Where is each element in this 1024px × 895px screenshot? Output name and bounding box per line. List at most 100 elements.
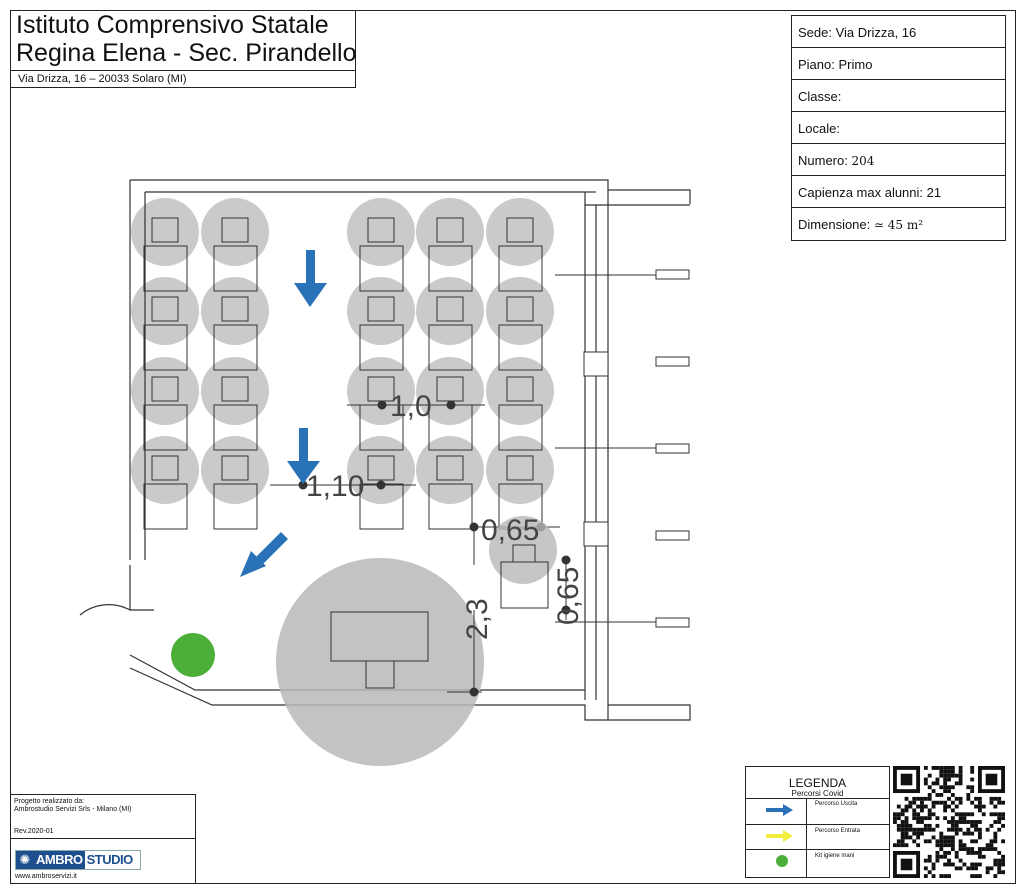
distancing-circle: [416, 198, 484, 266]
distancing-circle: [131, 277, 199, 345]
radiators: [555, 269, 690, 628]
distancing-circle: [416, 277, 484, 345]
dimension-label-3: 0,65: [481, 514, 539, 547]
student-desk: [498, 245, 543, 292]
distancing-circle: [347, 198, 415, 266]
info-capienza: Capienza max alunni: 21: [792, 176, 1005, 208]
logo-text-a: AMBRO: [34, 851, 85, 869]
room-info-table: Sede: Via Drizza, 16 Piano: Primo Classe…: [791, 15, 1006, 241]
student-chair: [436, 217, 464, 243]
student-desk: [359, 324, 404, 371]
distancing-circle: [131, 436, 199, 504]
school-name-line1: Istituto Comprensivo Statale: [16, 11, 329, 39]
info-sede: Sede: Via Drizza, 16: [792, 16, 1005, 48]
drawing-frame: [10, 10, 1016, 884]
credits-line1: Progetto realizzato da:: [14, 798, 85, 805]
distancing-circle: [131, 357, 199, 425]
dimension-label-2: 1,10: [306, 470, 364, 503]
legend-exit-label: Percorso Uscita: [815, 801, 858, 807]
student-chair: [506, 217, 534, 243]
legend-box: LEGENDA Percorsi Covid Percorso Uscita P…: [745, 766, 890, 878]
student-chair: [221, 217, 249, 243]
exit-arrow-3: [240, 532, 288, 577]
ambrostudio-logo: ✺ AMBRO STUDIO: [15, 850, 141, 870]
student-desk: [143, 483, 188, 530]
student-chair: [506, 376, 534, 402]
dimension-label-5: 2,3: [461, 598, 494, 640]
distancing-circle: [131, 198, 199, 266]
distancing-circle: [201, 357, 269, 425]
desks: [143, 217, 543, 530]
student-desk: [143, 324, 188, 371]
student-chair: [367, 455, 395, 481]
isolation-chair: [512, 544, 536, 563]
info-numero-value: 204: [851, 154, 875, 168]
distancing-circle: [347, 436, 415, 504]
legend-exit-arrow-icon: [766, 804, 793, 816]
revision: Rev.2020-01: [14, 828, 54, 835]
student-chair: [221, 376, 249, 402]
distancing-circle: [416, 357, 484, 425]
distancing-circle: [201, 436, 269, 504]
student-chair: [221, 296, 249, 322]
student-desk: [213, 324, 258, 371]
info-classe: Classe:: [792, 80, 1005, 112]
distancing-circle: [486, 198, 554, 266]
student-desk: [428, 324, 473, 371]
distancing-circle: [486, 277, 554, 345]
student-desk: [359, 245, 404, 292]
legend-title: LEGENDA: [788, 776, 847, 790]
student-desk: [143, 404, 188, 451]
student-chair: [506, 296, 534, 322]
exit-arrow-2: [287, 428, 320, 484]
legend-entry-arrow-icon: [766, 830, 793, 842]
distancing-circle: [347, 357, 415, 425]
sanitizer-dot: [171, 633, 215, 677]
info-piano: Piano: Primo: [792, 48, 1005, 80]
website-url: www.ambroservizi.it: [15, 873, 77, 880]
student-chair: [151, 455, 179, 481]
student-desk: [498, 324, 543, 371]
legend-entry-label: Percorso Entrata: [815, 828, 861, 834]
student-chair: [221, 455, 249, 481]
student-chair: [367, 217, 395, 243]
legend-sanitizer-icon: [776, 855, 788, 867]
title-block: Istituto Comprensivo Statale Regina Elen…: [10, 10, 356, 88]
student-desk: [428, 245, 473, 292]
isolation-distancing-circle: [489, 516, 557, 584]
distancing-circle: [347, 277, 415, 345]
info-locale: Locale:: [792, 112, 1005, 144]
dimension-label-1: 1,0: [390, 390, 432, 423]
student-desk: [213, 483, 258, 530]
student-chair: [436, 296, 464, 322]
student-desk: [143, 245, 188, 292]
sun-icon: ✺: [16, 851, 34, 869]
info-numero: Numero: 204: [792, 144, 1005, 176]
student-chair: [367, 296, 395, 322]
legend-subtitle: Percorsi Covid: [791, 789, 844, 798]
legend-sanitizer-label: Kit igiene mani: [815, 853, 855, 859]
dimension-label-4: 0,65: [552, 567, 585, 625]
school-name-line2: Regina Elena - Sec. Pirandello: [16, 39, 357, 67]
distancing-circles: [131, 198, 554, 504]
student-chair: [151, 296, 179, 322]
student-chair: [506, 455, 534, 481]
student-chair: [151, 217, 179, 243]
info-dimensione-value: ≃ 45 m²: [873, 218, 924, 232]
teacher-chair: [365, 660, 395, 689]
school-address: Via Drizza, 16 – 20033 Solaro (MI): [18, 73, 187, 85]
student-chair: [151, 376, 179, 402]
distancing-circle: [486, 357, 554, 425]
exit-arrow-1: [294, 250, 327, 307]
credits-line2: Ambrostudio Servizi Srls - Milano (MI): [14, 806, 132, 813]
distancing-circle: [201, 277, 269, 345]
credits-block: Progetto realizzato da: Ambrostudio Serv…: [10, 794, 196, 884]
student-desk: [213, 404, 258, 451]
qr-code-icon: [893, 766, 1005, 878]
distancing-circle: [416, 436, 484, 504]
logo-text-b: STUDIO: [86, 852, 134, 867]
student-desk: [498, 404, 543, 451]
distancing-circle: [201, 198, 269, 266]
student-desk: [428, 483, 473, 530]
